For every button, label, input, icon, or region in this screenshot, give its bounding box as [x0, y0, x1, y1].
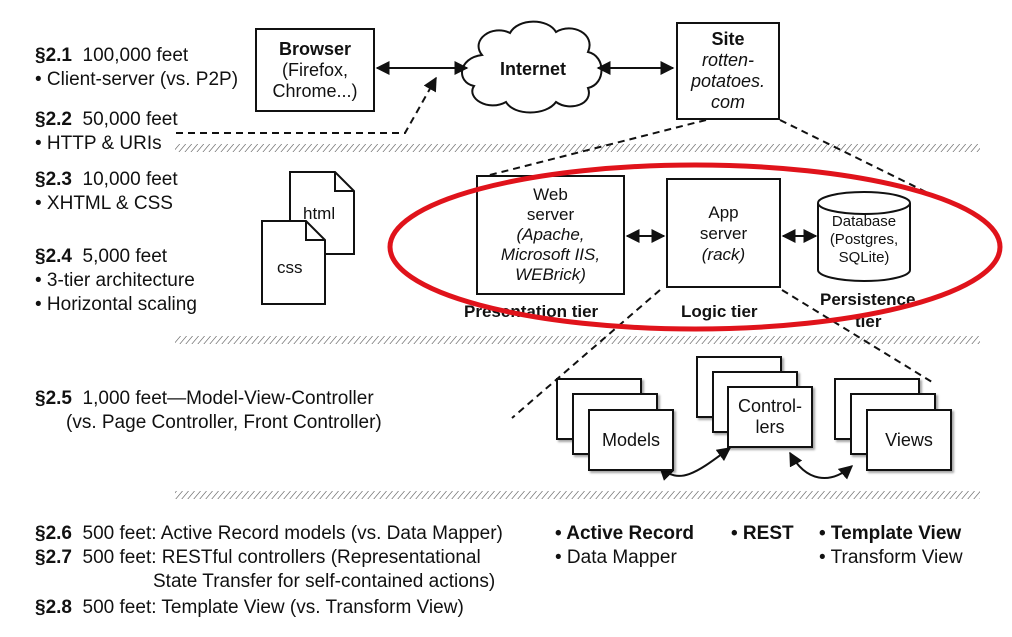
pattern-template-view: • Template View — [819, 523, 962, 544]
controllers-label-2: lers — [755, 417, 785, 437]
site-title: Site — [711, 29, 745, 49]
browser-line-1: (Firefox, — [281, 59, 348, 80]
html-doc-label: html — [303, 204, 336, 223]
logic-tier-label: Logic tier — [681, 302, 758, 321]
site-box: Site rotten- potatoes. com — [676, 22, 780, 120]
section-2-2-heading: §2.2 50,000 feet — [35, 109, 178, 130]
persistence-tier-label-2: tier — [855, 312, 882, 331]
pattern-data-mapper: • Data Mapper — [555, 547, 677, 568]
presentation-tier-label: Presentation tier — [464, 302, 599, 321]
web-server-line-2: server — [526, 205, 575, 224]
app-server-box: App server (rack) — [666, 178, 781, 288]
section-2-2-bullet: • HTTP & URIs — [35, 133, 162, 154]
browser-title: Browser — [278, 38, 352, 59]
section-2-3-heading: §2.3 10,000 feet — [35, 169, 178, 190]
web-server-line-1: Web — [533, 185, 568, 204]
section-2-5-note: (vs. Page Controller, Front Controller) — [66, 412, 382, 433]
internet-label: Internet — [500, 59, 567, 79]
divider-band-1 — [175, 144, 980, 152]
browser-box: Browser (Firefox, Chrome...) — [255, 28, 375, 112]
controllers-label: Control- lers — [727, 396, 813, 438]
site-line-1: rotten- — [701, 50, 755, 70]
models-card — [588, 409, 674, 471]
database-title: Database — [831, 213, 897, 230]
section-2-4-bullet-2: • Horizontal scaling — [35, 294, 197, 315]
pattern-rest: • REST — [731, 523, 794, 544]
internet-cloud-shape — [461, 20, 603, 114]
pattern-transform-view: • Transform View — [819, 547, 963, 568]
persistence-tier-label-1: Persistence — [820, 290, 916, 309]
pattern-active-record: • Active Record — [555, 523, 694, 544]
views-card — [866, 409, 952, 471]
views-label: Views — [885, 430, 933, 450]
site-line-2: potatoes. — [690, 71, 766, 91]
database-label: Database (Postgres, SQLite) — [818, 213, 910, 267]
web-server-detail-2: Microsoft IIS, — [500, 245, 601, 264]
database-detail-2: SQLite) — [838, 249, 890, 266]
divider-band-3 — [175, 491, 980, 499]
app-server-detail: (rack) — [701, 244, 746, 264]
divider-band-2 — [175, 336, 980, 344]
web-server-box: Web server (Apache, Microsoft IIS, WEBri… — [476, 175, 625, 295]
app-server-line-2: server — [699, 223, 748, 243]
web-server-detail-1: (Apache, — [516, 225, 585, 244]
section-2-7: §2.7 500 feet: RESTful controllers (Repr… — [35, 547, 481, 568]
section-2-4-heading: §2.4 5,000 feet — [35, 246, 168, 267]
site-line-3: com — [710, 92, 745, 112]
app-server-line-1: App — [708, 202, 739, 222]
section-2-3-bullet: • XHTML & CSS — [35, 193, 173, 214]
css-doc-label: css — [277, 258, 303, 277]
section-2-8: §2.8 500 feet: Template View (vs. Transf… — [35, 597, 464, 618]
section-2-7-continuation: State Transfer for self-contained action… — [153, 571, 496, 592]
section-2-1-bullet: • Client-server (vs. P2P) — [35, 69, 239, 90]
section-2-4-bullet-1: • 3-tier architecture — [35, 270, 195, 291]
section-2-5-heading: §2.5 1,000 feet—Model-View-Controller — [35, 388, 374, 409]
web-server-detail-3: WEBrick) — [515, 265, 586, 284]
controllers-label-1: Control- — [737, 396, 803, 416]
controllers-card — [727, 386, 813, 448]
database-detail-1: (Postgres, — [829, 231, 899, 248]
browser-line-2: Chrome...) — [272, 80, 358, 101]
css-doc-shape — [261, 220, 326, 305]
section-2-6: §2.6 500 feet: Active Record models (vs.… — [35, 523, 503, 544]
section-2-1-heading: §2.1 100,000 feet — [35, 45, 189, 66]
models-label: Models — [601, 430, 661, 450]
